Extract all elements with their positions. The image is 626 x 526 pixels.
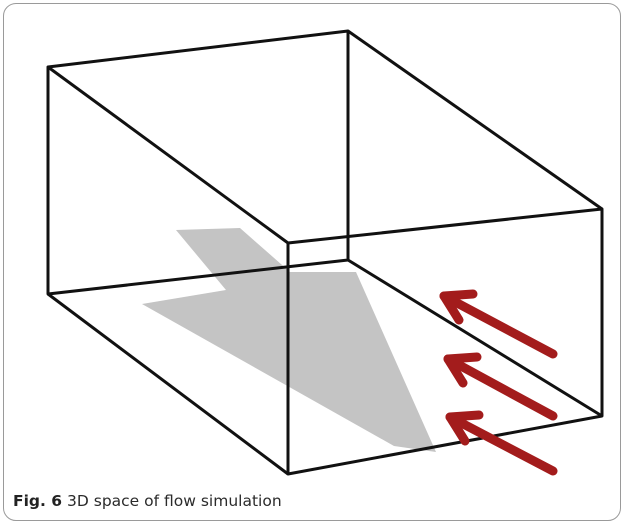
box-edge-top-left (47, 65, 289, 245)
box-edge-bottom-left (47, 292, 289, 476)
flow-arrows (439, 289, 558, 476)
flow-domain-diagram (46, 29, 604, 476)
flow-arrow-top (439, 289, 558, 359)
figure-panel (3, 3, 621, 521)
flow-arrow-bottom (445, 410, 558, 476)
flow-arrow-middle (443, 352, 558, 421)
figure-caption-text: 3D space of flow simulation (67, 492, 282, 510)
figure-caption: Fig. 6 3D space of flow simulation (13, 492, 282, 510)
figure-label: Fig. 6 (13, 492, 63, 510)
box-edge-top-right (347, 29, 603, 211)
box-edge-bottom-right (347, 258, 603, 418)
